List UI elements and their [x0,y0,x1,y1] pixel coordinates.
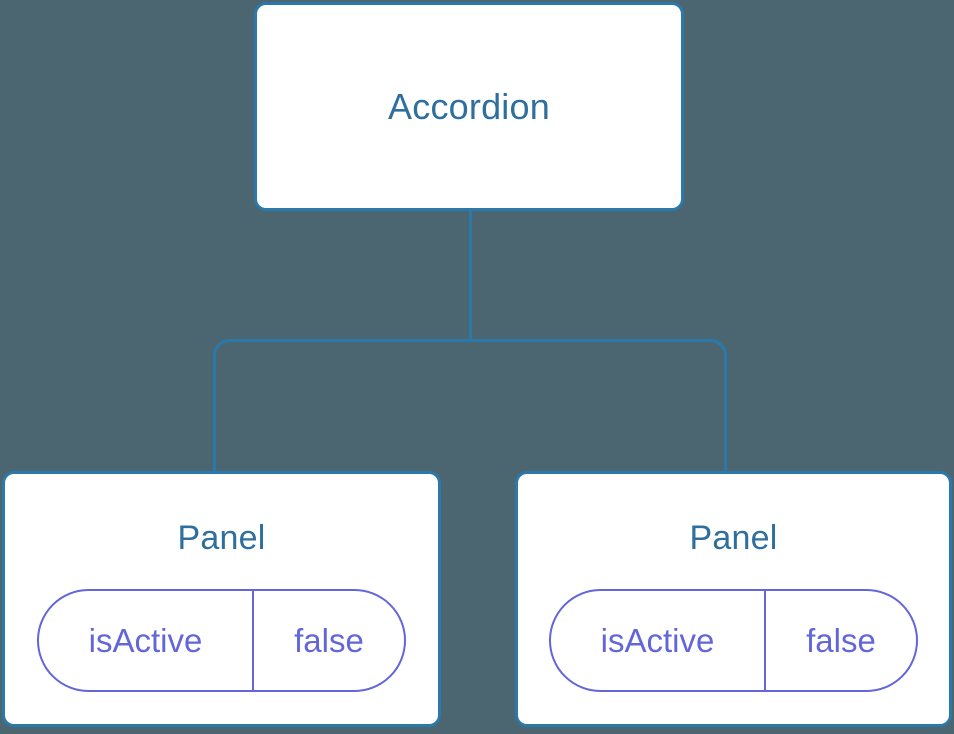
panel-node-0-title: Panel [177,519,266,557]
accordion-node-title: Accordion [388,85,550,127]
panel-1-state-value: false [806,622,876,659]
panel-1-state-pill[interactable]: isActive false [549,589,918,692]
connector-branch-right [470,339,727,472]
panel-node-1-title: Panel [689,519,778,557]
panel-0-state-pill[interactable]: isActive false [37,589,406,692]
connector-branch-left [213,339,471,472]
panel-0-state-value: false [294,622,364,659]
accordion-node[interactable]: Accordion [254,2,684,211]
panel-1-state-key: isActive [551,591,766,690]
panel-0-state-key: isActive [39,591,254,690]
